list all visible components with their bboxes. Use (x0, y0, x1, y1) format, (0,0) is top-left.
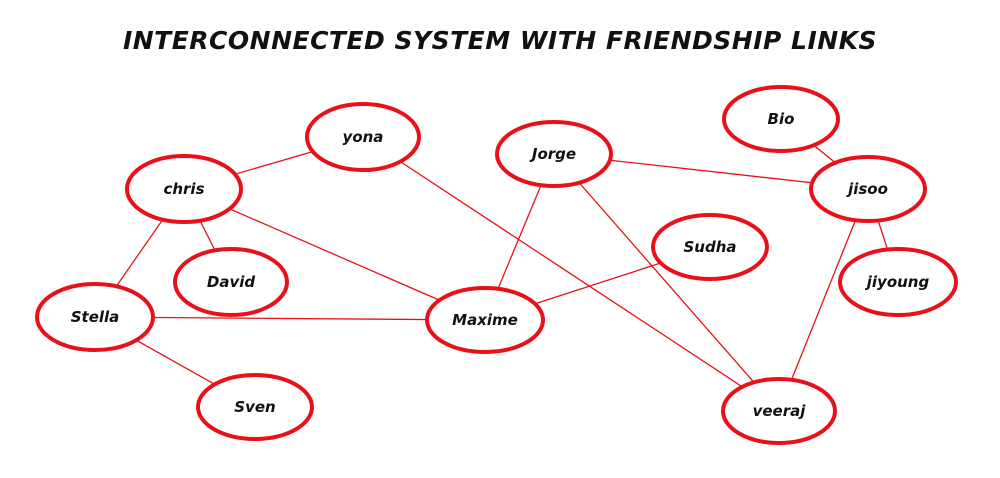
node-maxime: Maxime (425, 286, 545, 354)
node-label: Jorge (529, 145, 576, 163)
node-label: Sudha (683, 238, 736, 256)
node-label: Sven (234, 398, 275, 416)
diagram-title: INTERCONNECTED SYSTEM WITH FRIENDSHIP LI… (122, 26, 878, 55)
node-chris: chris (125, 154, 243, 224)
node-stella: Stella (35, 282, 155, 352)
node-bio: Bio (722, 85, 840, 153)
node-ellipse (196, 373, 314, 441)
node-ellipse (722, 85, 840, 153)
node-ellipse (651, 213, 769, 281)
node-sven: Sven (196, 373, 314, 441)
node-ellipse (173, 247, 289, 317)
node-label: David (207, 273, 255, 291)
node-label: Maxime (452, 311, 518, 329)
node-jiyoung: jiyoung (838, 247, 958, 317)
node-ellipse (495, 120, 613, 188)
node-yona: yona (305, 102, 421, 172)
node-jorge: Jorge (495, 120, 613, 188)
edge-jisoo-veeraj (778, 188, 869, 412)
node-label: veeraj (753, 402, 807, 420)
node-ellipse (809, 155, 927, 223)
node-ellipse (35, 282, 155, 352)
node-label: chris (163, 180, 204, 198)
node-label: Bio (768, 110, 795, 128)
node-veeraj: veeraj (721, 377, 837, 445)
node-label: Stella (71, 308, 120, 326)
node-ellipse (425, 286, 545, 354)
node-ellipse (838, 247, 958, 317)
node-ellipse (721, 377, 837, 445)
node-label: yona (343, 128, 384, 146)
node-jisoo: jisoo (809, 155, 927, 223)
edge-stella-maxime (94, 316, 486, 321)
node-label: jiyoung (865, 273, 930, 291)
edge-chris-maxime (183, 188, 486, 321)
edge-yona-veeraj (362, 136, 780, 412)
node-ellipse (125, 154, 243, 224)
node-sudha: Sudha (651, 213, 769, 281)
node-ellipse (305, 102, 421, 172)
node-label: jisoo (846, 180, 888, 198)
edge-jorge-veeraj (553, 153, 780, 412)
node-david: David (173, 247, 289, 317)
